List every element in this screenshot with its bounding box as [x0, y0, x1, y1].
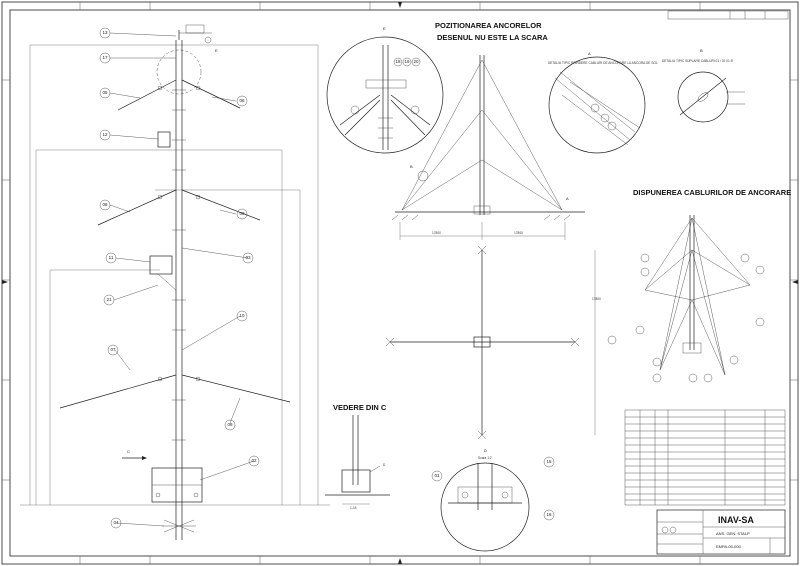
callout-15: 15 [543, 456, 555, 468]
callout-16: 16 [543, 509, 555, 521]
dim-plan-vertical: 17800 [592, 297, 601, 301]
detail-e: E 18 19 20 [326, 26, 444, 154]
view-c-arrow-label: C [127, 449, 130, 454]
detail-a: A DETALIU TIPIC PRINDERE CABLURI DE ANCO… [548, 51, 658, 154]
detail-b-title: B [700, 48, 703, 53]
callout-21: 21 [103, 294, 115, 306]
detail-e-title: E [383, 26, 386, 31]
callout-07: 07 [107, 344, 119, 356]
svg-text:08: 08 [102, 202, 108, 207]
dim-base-left: 17800 [432, 231, 441, 235]
callout-18: 18 [393, 57, 403, 67]
svg-text:13: 13 [102, 30, 108, 35]
dim-base-right: 17800 [514, 231, 523, 235]
svg-text:07: 07 [110, 347, 116, 352]
svg-text:19: 19 [404, 59, 410, 64]
drawing-code: EMPA-00-000 [716, 544, 742, 549]
callout-09a: 09 [236, 208, 248, 220]
svg-text:09: 09 [239, 211, 245, 216]
svg-text:03: 03 [245, 255, 251, 260]
detail-b: B DETALIU TIPIC SUPLARE CABLURI 01 / 02 … [662, 48, 745, 123]
svg-text:16: 16 [546, 512, 552, 517]
equipment-box-lower [149, 255, 173, 275]
detail-a-tag: A [566, 196, 569, 201]
svg-text:12: 12 [102, 132, 108, 137]
detail-b-note: DETALIU TIPIC SUPLARE CABLURI 01 / 02 01… [662, 59, 733, 63]
svg-text:04: 04 [113, 520, 119, 525]
title-block: INAV-SA ANS. GEN. STALP EMPA-00-000 [656, 509, 786, 555]
mast-callouts: 13 17 05 06 12 08 09 11 03 21 10 07 09 0… [99, 27, 260, 529]
detail-e-marker [156, 49, 202, 95]
detail-e-tag: E [215, 48, 218, 53]
detail-d: D Scara 1:2 01 15 16 [431, 448, 555, 552]
callout-09b: 09 [224, 419, 236, 431]
svg-text:06: 06 [239, 98, 245, 103]
inner-frame [9, 9, 791, 557]
anchor-positioning-title: POZITIONAREA ANCORELOR [435, 21, 542, 30]
svg-text:17: 17 [102, 55, 108, 60]
svg-text:20: 20 [413, 59, 419, 64]
svg-text:05: 05 [102, 90, 108, 95]
svg-text:09: 09 [227, 422, 233, 427]
callout-17: 17 [99, 52, 111, 64]
detail-b-marker [417, 170, 429, 182]
detail-a-note: DETALIU TIPIC PRINDERE CABLURI DE ANCORA… [548, 61, 658, 65]
callout-03: 03 [242, 252, 254, 264]
callout-10: 10 [236, 310, 248, 322]
detail-b-tag: B [410, 164, 413, 169]
svg-text:11: 11 [109, 255, 114, 260]
callout-12: 12 [99, 129, 111, 141]
anchor-positioning-view: POZITIONAREA ANCORELOR DESENUL NU ESTE L… [391, 21, 585, 240]
wind-sensor [185, 24, 205, 34]
svg-text:01: 01 [434, 473, 440, 478]
svg-text:02: 02 [251, 458, 257, 463]
header-cells [667, 10, 789, 20]
svg-text:18: 18 [395, 59, 401, 64]
callout-06: 06 [236, 95, 248, 107]
callout-19: 19 [402, 57, 412, 67]
callout-11: 11 [105, 252, 117, 264]
bom-table [624, 409, 786, 506]
cable-layout-title: DISPUNEREA CABLURILOR DE ANCORARE [633, 188, 791, 197]
view-c-detail-d: D [383, 463, 386, 467]
mast-elevation: C E [20, 24, 330, 540]
detail-d-title: D [484, 448, 487, 453]
drawing-title: ANS. GEN. STALP [716, 531, 750, 536]
detail-d-scale: Scara 1:2 [478, 456, 492, 460]
anchor-plan-view: 17800 [385, 245, 601, 440]
callout-02: 02 [248, 455, 260, 467]
view-c: VEDERE DIN C 1-18 D [325, 403, 390, 510]
svg-text:15: 15 [546, 459, 552, 464]
svg-text:10: 10 [239, 313, 245, 318]
view-c-title: VEDERE DIN C [333, 403, 387, 412]
equipment-box-upper [157, 131, 171, 148]
svg-text:21: 21 [106, 297, 112, 302]
callout-20: 20 [411, 57, 421, 67]
callout-08: 08 [99, 199, 111, 211]
company-name: INAV-SA [718, 515, 754, 525]
callout-01: 01 [431, 470, 443, 482]
dim-view-c: 1-18 [350, 506, 357, 510]
detail-a-title: A [588, 51, 591, 56]
callout-04: 04 [110, 517, 122, 529]
cable-layout-view: DISPUNEREA CABLURILOR DE ANCORARE [607, 188, 791, 383]
callout-13: 13 [99, 27, 111, 39]
callout-05: 05 [99, 87, 111, 99]
not-to-scale-note: DESENUL NU ESTE LA SCARA [437, 33, 548, 42]
